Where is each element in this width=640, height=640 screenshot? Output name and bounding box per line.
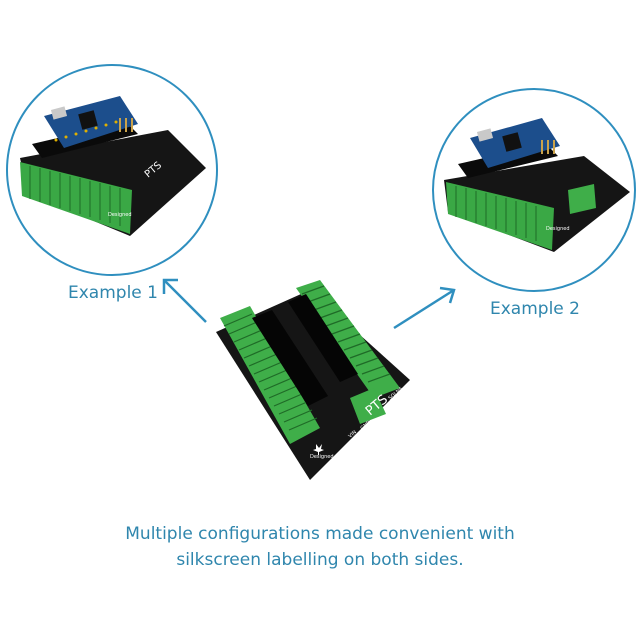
header-socket-left: [252, 310, 328, 406]
power-terminal: [350, 388, 386, 424]
caption-line-1: Multiple configurations made convenient …: [125, 524, 515, 544]
example-2-board-illustration: Designed: [444, 118, 630, 252]
example-1-zoom-circle: PTS Designed: [6, 64, 218, 276]
example-1-designed: Designed: [108, 212, 132, 218]
arrow-to-example-2-icon: [393, 286, 456, 330]
example-2-designed: Designed: [546, 226, 570, 232]
caption-line-2: silkscreen labelling on both sides.: [176, 550, 464, 570]
caption: Multiple configurations made convenient …: [0, 521, 640, 573]
header-socket-right: [288, 294, 358, 382]
arrow-to-example-1-icon: [162, 278, 207, 323]
example-2-zoom-circle: Designed: [432, 88, 636, 292]
terminal-adapter-board: PTS SOLNS NTEA-NS V1.0 VIN GND Designed: [216, 280, 410, 480]
example-2-label: Example 2: [490, 299, 580, 319]
maple-leaf-icon: [313, 444, 324, 455]
power-label-vin: VIN: [347, 429, 358, 439]
example-1-label: Example 1: [68, 283, 158, 303]
terminal-row-left: [220, 306, 320, 444]
example-1-board-illustration: PTS Designed: [20, 96, 206, 236]
board-designed: Designed: [310, 454, 334, 460]
